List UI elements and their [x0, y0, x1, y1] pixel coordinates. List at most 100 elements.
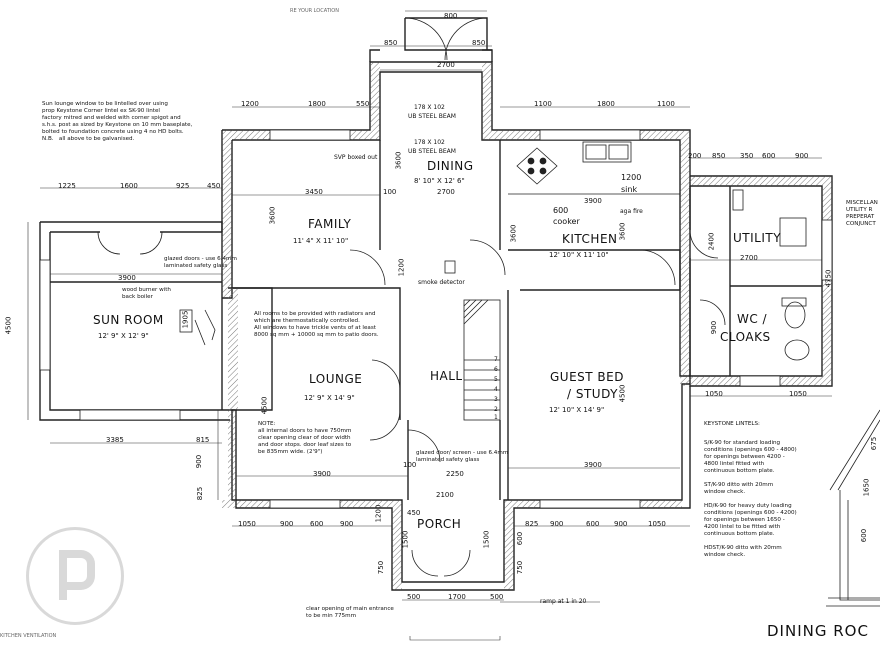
dimension: 1200 [241, 100, 259, 108]
stair-number: 3 [494, 396, 498, 403]
door-swing [349, 249, 386, 286]
dimension: 900 [614, 520, 628, 528]
room-hall-label: HALL [430, 369, 463, 383]
misc-note: MISCELLAN UTILITY R PREPERAT CONJUNCT [846, 200, 878, 227]
room-porch-label: PORCH [417, 517, 462, 531]
dimension: 2400 [707, 232, 716, 251]
dimension: 1050 [238, 520, 256, 528]
stair-number: 7 [494, 356, 498, 363]
drawing-title: DINING ROC [767, 622, 869, 640]
dimension: 3900 [313, 470, 331, 478]
dimension: 3900 [584, 461, 602, 469]
dimension: 1800 [308, 100, 326, 108]
room-kitchen-label: KITCHEN [562, 232, 618, 246]
dimension: 1700 [448, 593, 466, 601]
dimension: 450 [407, 509, 421, 517]
dimension: 1050 [705, 390, 723, 398]
dimension: 925 [176, 182, 190, 190]
cooker-label: cooker [553, 217, 580, 226]
dimension: 4750 [824, 269, 833, 288]
dimension: 500 [407, 593, 421, 601]
room-study-label: / STUDY [567, 387, 619, 401]
top-label: RE YOUR LOCATION [290, 8, 339, 14]
dimension: 850 [472, 39, 486, 47]
sink-symbol [582, 141, 632, 163]
beam-label: UB STEEL BEAM [408, 113, 456, 120]
room-wc-label: WC / [737, 312, 768, 326]
room-guest-size: 12' 10" X 14' 9" [549, 406, 605, 414]
dimension: 1650 [862, 478, 871, 497]
dimension: 1050 [789, 390, 807, 398]
dimension: 2700 [740, 254, 758, 262]
dimension: 1600 [120, 182, 138, 190]
room-dining-label: DINING [427, 159, 474, 173]
stair-number: 4 [494, 386, 498, 393]
dimension: 900 [550, 520, 564, 528]
glazed-screen-note: glazed door/ screen - use 6.4mm laminate… [416, 450, 509, 463]
keystone-title: KEYSTONE LINTELS: [704, 421, 760, 427]
dimension: 4500 [4, 316, 13, 335]
internal-doors-note: NOTE: all internal doors to have 750mm c… [258, 421, 352, 455]
glazed-doors-note: glazed doors - use 6.4mm laminated safet… [164, 256, 237, 269]
dimension: 1100 [657, 100, 675, 108]
dimension: 1905 [181, 310, 190, 329]
watermark-logo [26, 527, 124, 625]
cooker-symbol [516, 147, 558, 185]
dimension: 550 [356, 100, 370, 108]
stair-number: 1 [494, 414, 498, 421]
room-utility-label: UTILITY [733, 231, 782, 245]
dimension: 3600 [618, 222, 627, 241]
wood-burner-note: wood burner with back boiler [122, 287, 171, 300]
room-lounge-label: LOUNGE [309, 372, 363, 386]
sink-label: sink [621, 185, 638, 194]
radiator-note: All rooms to be provided with radiators … [254, 311, 379, 338]
dimension: 600 [310, 520, 324, 528]
dimension: 3900 [584, 197, 602, 205]
dimension: 750 [516, 560, 525, 575]
dimension: 1100 [534, 100, 552, 108]
dimension: 100 [383, 188, 397, 196]
dimension: 900 [710, 320, 719, 335]
dimension: 2250 [446, 470, 464, 478]
stair-number: 6 [494, 366, 498, 373]
sink-size: 1200 [621, 173, 642, 182]
room-kitchen-size: 12' 10" X 11' 10" [549, 251, 609, 259]
cooker-size: 600 [553, 206, 569, 215]
svp-label: SVP boxed out [334, 154, 378, 161]
dimension: 4500 [618, 384, 627, 403]
dimension: 900 [795, 152, 809, 160]
stair-number: 5 [494, 376, 498, 383]
dimension: 600 [586, 520, 600, 528]
dimension: 350 [740, 152, 754, 160]
dimension: 1050 [648, 520, 666, 528]
dimension: 1225 [58, 182, 76, 190]
dimension: 815 [196, 436, 210, 444]
bottom-left-label: KITCHEN VENTILATION [0, 633, 57, 639]
dimension: 1500 [401, 530, 410, 549]
dimension: 3600 [509, 224, 518, 243]
dimension: 3600 [268, 206, 277, 225]
dimension: 2700 [437, 188, 455, 196]
dimension: 1200 [374, 504, 383, 523]
dimension: 825 [196, 486, 205, 501]
room-sunroom-size: 12' 9" X 12' 9" [98, 332, 149, 340]
beam-label: 178 X 102 [414, 139, 445, 146]
room-cloaks-label: CLOAKS [720, 330, 771, 344]
dimension: 600 [516, 531, 525, 546]
dimension: 450 [207, 182, 221, 190]
room-lounge-size: 12' 9" X 14' 9" [304, 394, 355, 402]
dimension: 850 [712, 152, 726, 160]
dimension: 900 [280, 520, 294, 528]
dimension: 850 [384, 39, 398, 47]
smoke-detector-label: smoke detector [418, 279, 465, 286]
dimension: 825 [525, 520, 539, 528]
dimension: 2700 [437, 61, 455, 69]
room-family-label: FAMILY [308, 217, 352, 231]
dimension: 1800 [597, 100, 615, 108]
dimension: 2100 [436, 491, 454, 499]
dimension: 4500 [260, 396, 269, 415]
dimension: 600 [762, 152, 776, 160]
main-entrance-note: clear opening of main entrance to be min… [306, 606, 394, 619]
dimension: 750 [377, 560, 386, 575]
